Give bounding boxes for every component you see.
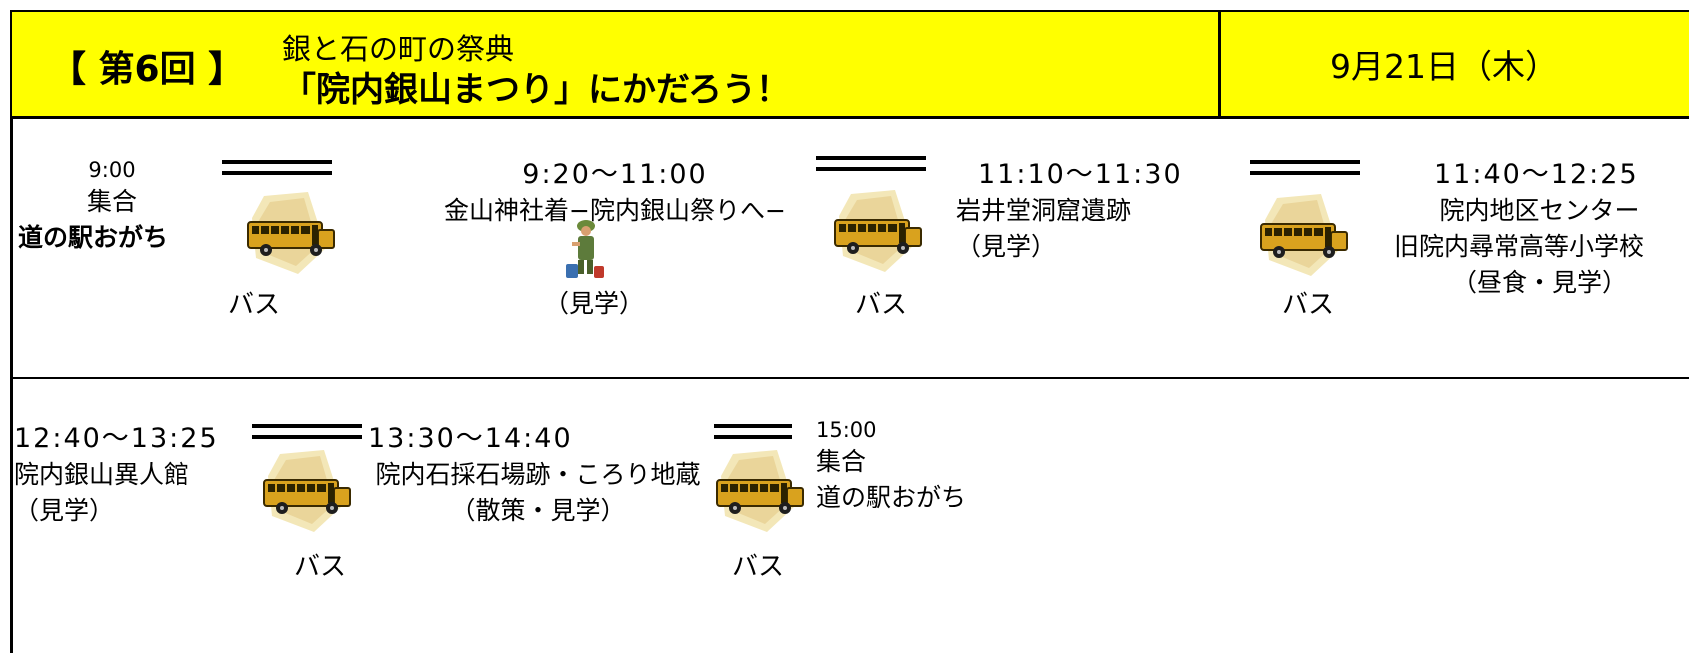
stop-label: 岩井堂洞窟遺跡 (956, 196, 1132, 225)
bus-icon (262, 446, 354, 534)
event-title: 「院内銀山まつり」にかだろう！ (282, 70, 790, 110)
stop-note: （見学） (14, 496, 115, 525)
event-date: 9月21日（木） (1330, 47, 1558, 86)
stop-note: （見学） (544, 289, 645, 318)
stop-innai-center: 11:40〜12:25 院内地区センター 旧院内尋常高等小学校 （昼食・見学） (1390, 152, 1689, 299)
stop-time: 9:20〜11:00 (522, 159, 708, 190)
stop-kanayama-shrine: 9:20〜11:00 金山神社着−院内銀山祭りへ− (420, 152, 810, 227)
stop-place: 道の駅おがち (18, 223, 169, 252)
bus-label: バス (855, 290, 908, 320)
stop-iwaido-cave: 11:10〜11:30 岩井堂洞窟遺跡 （見学） (956, 152, 1183, 263)
sightseer-icon (566, 220, 604, 278)
stop-label: 集合 (816, 447, 867, 476)
route-line (222, 160, 332, 175)
stop-note: （散策・見学） (450, 496, 626, 525)
bus-label: バス (294, 552, 347, 582)
stop-time: 11:40〜12:25 (1434, 159, 1639, 190)
bus-icon (1259, 190, 1351, 278)
stop-label: 院内銀山異人館 (14, 460, 190, 489)
stop-sublabel: 旧院内尋常高等小学校 (1394, 232, 1645, 261)
stop-label: 院内地区センター (1439, 196, 1640, 225)
stop-time: 9:00 (88, 158, 136, 182)
stop-meeting-start: 9:00 集合 道の駅おがち (12, 158, 212, 254)
header-band (12, 12, 1689, 119)
bus-label: バス (732, 552, 785, 582)
stop-time: 11:10〜11:30 (978, 159, 1183, 190)
stop-meeting-end: 15:00 集合 道の駅おがち (816, 418, 966, 514)
bus-icon (833, 186, 925, 274)
row-divider (10, 377, 1689, 379)
stop-label: 集合 (86, 187, 137, 216)
header-divider (1218, 10, 1221, 118)
route-line (1250, 160, 1360, 175)
bus-icon (715, 446, 807, 534)
stop-label: 院内石採石場跡・ころり地蔵 (375, 460, 701, 489)
route-line (714, 424, 792, 439)
stop-quarry-jizo: 13:30〜14:40 院内石採石場跡・ころり地蔵 （散策・見学） (362, 416, 714, 527)
stop-ijinkan: 12:40〜13:25 院内銀山異人館 （見学） (14, 416, 219, 527)
bus-label: バス (228, 290, 281, 320)
stop-note: （見学） (956, 232, 1057, 261)
stop-time: 15:00 (816, 418, 877, 442)
schedule-frame (10, 10, 1689, 653)
stop-time: 12:40〜13:25 (14, 423, 219, 454)
route-line (816, 156, 926, 171)
stop-time: 13:30〜14:40 (368, 423, 573, 454)
stop-label: 金山神社着−院内銀山祭りへ− (444, 196, 786, 225)
bus-icon (246, 188, 338, 276)
event-subtitle: 銀と石の町の祭典 (282, 32, 515, 66)
stop-place: 道の駅おがち (816, 483, 967, 512)
route-line (252, 424, 362, 439)
bus-label: バス (1282, 290, 1335, 320)
edition-label: 【 第6回 】 (50, 49, 245, 90)
stop-note: （昼食・見学） (1451, 268, 1627, 297)
